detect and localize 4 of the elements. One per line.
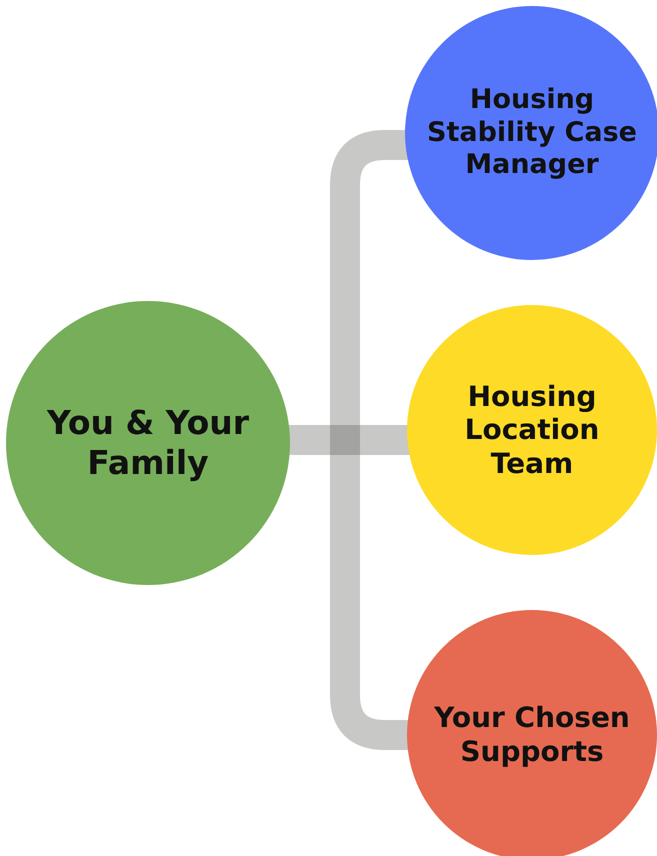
node-label: Housing Stability Case Manager: [427, 84, 637, 182]
node-label: You & Your Family: [46, 403, 250, 483]
node-label: Housing Location Team: [464, 380, 600, 480]
node-label: Your Chosen Supports: [433, 701, 631, 769]
